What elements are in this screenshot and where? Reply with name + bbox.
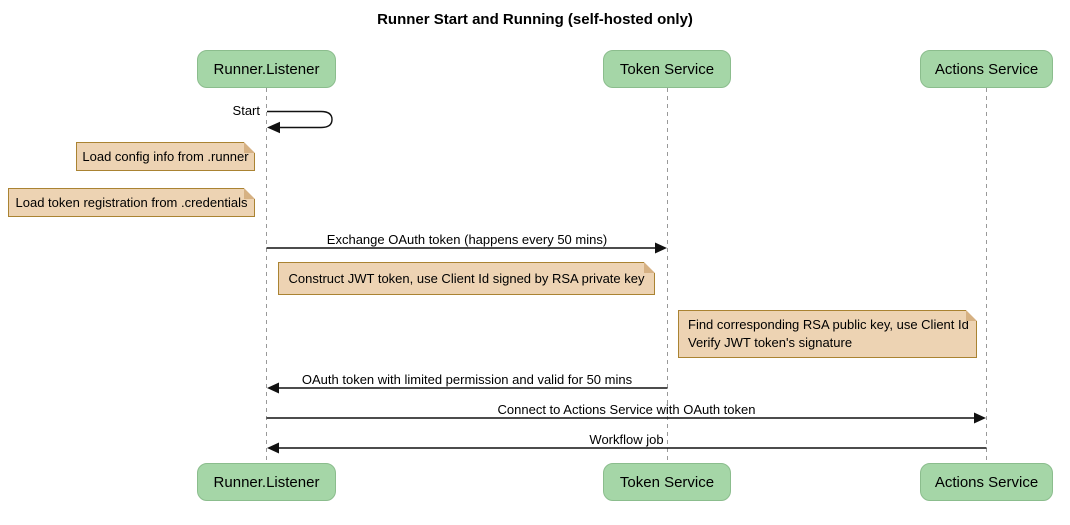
participant-label: Runner.Listener (213, 60, 320, 78)
participant-label: Token Service (619, 60, 715, 78)
self-arrow-start-head (267, 121, 280, 134)
participant-label: Token Service (619, 473, 715, 491)
participant-label: Actions Service (934, 60, 1039, 78)
participant-runner-listener-bottom: Runner.Listener (197, 463, 336, 501)
arrow-oauth-return-head (267, 382, 279, 394)
note-construct-jwt: Construct JWT token, use Client Id signe… (278, 262, 655, 295)
participant-actions-service-bottom: Actions Service (920, 463, 1053, 501)
message-label-workflow-job: Workflow job (589, 432, 664, 447)
note-load-config: Load config info from .runner (76, 142, 255, 171)
note-load-token-registration: Load token registration from .credential… (8, 188, 255, 217)
diagram-title: Runner Start and Running (self-hosted on… (377, 11, 693, 28)
participant-label: Runner.Listener (213, 473, 320, 491)
message-label-start: Start (232, 103, 260, 118)
note-find-rsa-verify: Find corresponding RSA public key, use C… (678, 310, 977, 358)
note-text-line: Load config info from .runner (82, 148, 249, 164)
message-label-connect: Connect to Actions Service with OAuth to… (497, 402, 756, 417)
participant-actions-service-top: Actions Service (920, 50, 1053, 88)
note-text-line: Load token registration from .credential… (15, 194, 248, 210)
participant-runner-listener-top: Runner.Listener (197, 50, 336, 88)
message-label-oauth-return: OAuth token with limited permission and … (301, 372, 633, 387)
participant-token-service-top: Token Service (603, 50, 731, 88)
participant-label: Actions Service (934, 473, 1039, 491)
note-text-line: Construct JWT token, use Client Id signe… (288, 270, 645, 286)
participant-token-service-bottom: Token Service (603, 463, 731, 501)
self-arrow-start (267, 110, 333, 129)
note-text-line: Verify JWT token's signature (688, 335, 853, 350)
arrow-workflow-job-head (267, 442, 279, 454)
message-label-exchange-oauth: Exchange OAuth token (happens every 50 m… (326, 232, 608, 247)
arrow-connect-head (974, 412, 986, 424)
arrow-exchange-oauth-head (655, 242, 667, 254)
note-text-line: Find corresponding RSA public key, use C… (688, 317, 969, 332)
